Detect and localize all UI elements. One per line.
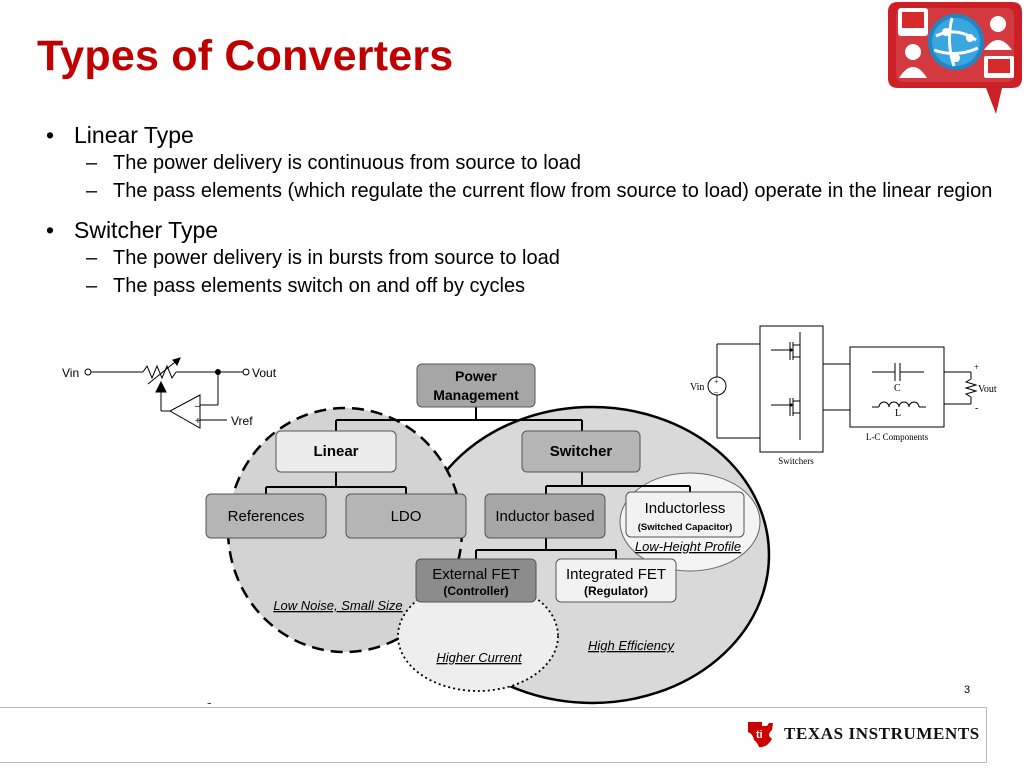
svg-text:ti: ti — [756, 729, 763, 741]
inductor-based-label: Inductor based — [495, 508, 594, 525]
switcher-label: Switcher — [550, 443, 613, 460]
inductorless-label: Inductorless — [645, 500, 726, 517]
svg-text:Vin: Vin — [62, 366, 79, 380]
low-noise-label: Low Noise, Small Size — [273, 598, 402, 613]
bullet-switcher-type: •Switcher Type — [46, 217, 219, 243]
linear-box — [275, 430, 397, 473]
svg-text:–: – — [195, 401, 201, 412]
svg-text:(Regulator): (Regulator) — [584, 584, 648, 598]
tree-connectors — [265, 405, 691, 559]
svg-text:Vin: Vin — [690, 382, 704, 393]
switcher-box — [521, 430, 641, 473]
svg-text:(Switched Capacitor): (Switched Capacitor) — [638, 522, 733, 533]
inductor-based-box — [484, 493, 606, 539]
low-height-label: Low-Height Profile — [635, 539, 741, 554]
bullet-linear-type: •Linear Type — [46, 122, 194, 148]
ldo-label: LDO — [391, 508, 422, 525]
references-box — [205, 493, 327, 539]
svg-text:Vref: Vref — [231, 414, 253, 428]
svg-text:Vout: Vout — [252, 366, 277, 380]
svg-text:(Controller): (Controller) — [443, 584, 508, 598]
svg-text:+: + — [974, 362, 979, 372]
event-logo-icon — [886, 0, 1024, 123]
higher-current-label: Higher Current — [436, 650, 523, 665]
sub-bullet: –The pass elements switch on and off by … — [86, 275, 526, 297]
ti-logo-icon: ti — [745, 718, 777, 755]
ldo-box — [345, 493, 467, 539]
svg-text:+: + — [195, 416, 201, 427]
integrated-fet-box — [555, 558, 677, 603]
svg-text:Management: Management — [433, 387, 519, 403]
references-label: References — [228, 508, 305, 525]
svg-text:L-C Components: L-C Components — [866, 432, 929, 442]
integrated-fet-label: Integrated FET — [566, 566, 666, 583]
linear-label: Linear — [313, 443, 358, 460]
linear-regulator-schematic — [84, 357, 250, 429]
svg-text:Vout: Vout — [978, 384, 997, 395]
power-management-label: Power — [455, 368, 498, 384]
svg-text:–: – — [713, 387, 719, 396]
power-management-box — [416, 363, 536, 408]
page-number: 3 — [964, 684, 971, 696]
ti-brand-text: TEXAS INSTRUMENTS — [784, 724, 980, 743]
svg-text:C: C — [894, 383, 901, 394]
svg-text:+: + — [714, 377, 719, 386]
high-efficiency-label: High Efficiency — [588, 638, 675, 653]
sub-bullet: –The power delivery is continuous from s… — [86, 152, 582, 174]
sub-bullet: –The power delivery is in bursts from so… — [86, 247, 560, 269]
svg-text:Switchers: Switchers — [778, 456, 814, 466]
footer-bar — [0, 707, 987, 763]
external-fet-box — [415, 558, 537, 603]
svg-text:L: L — [895, 408, 901, 419]
footer-dash: - — [207, 694, 212, 710]
svg-text:-: - — [975, 403, 978, 414]
switcher-schematic — [707, 325, 978, 453]
external-fet-label: External FET — [432, 566, 520, 583]
inductorless-box — [625, 491, 745, 538]
sub-bullet: –The pass elements (which regulate the c… — [86, 180, 993, 202]
slide-title: Types of Converters — [37, 32, 454, 80]
bullet-list: •Linear Type –The power delivery is cont… — [44, 118, 994, 302]
